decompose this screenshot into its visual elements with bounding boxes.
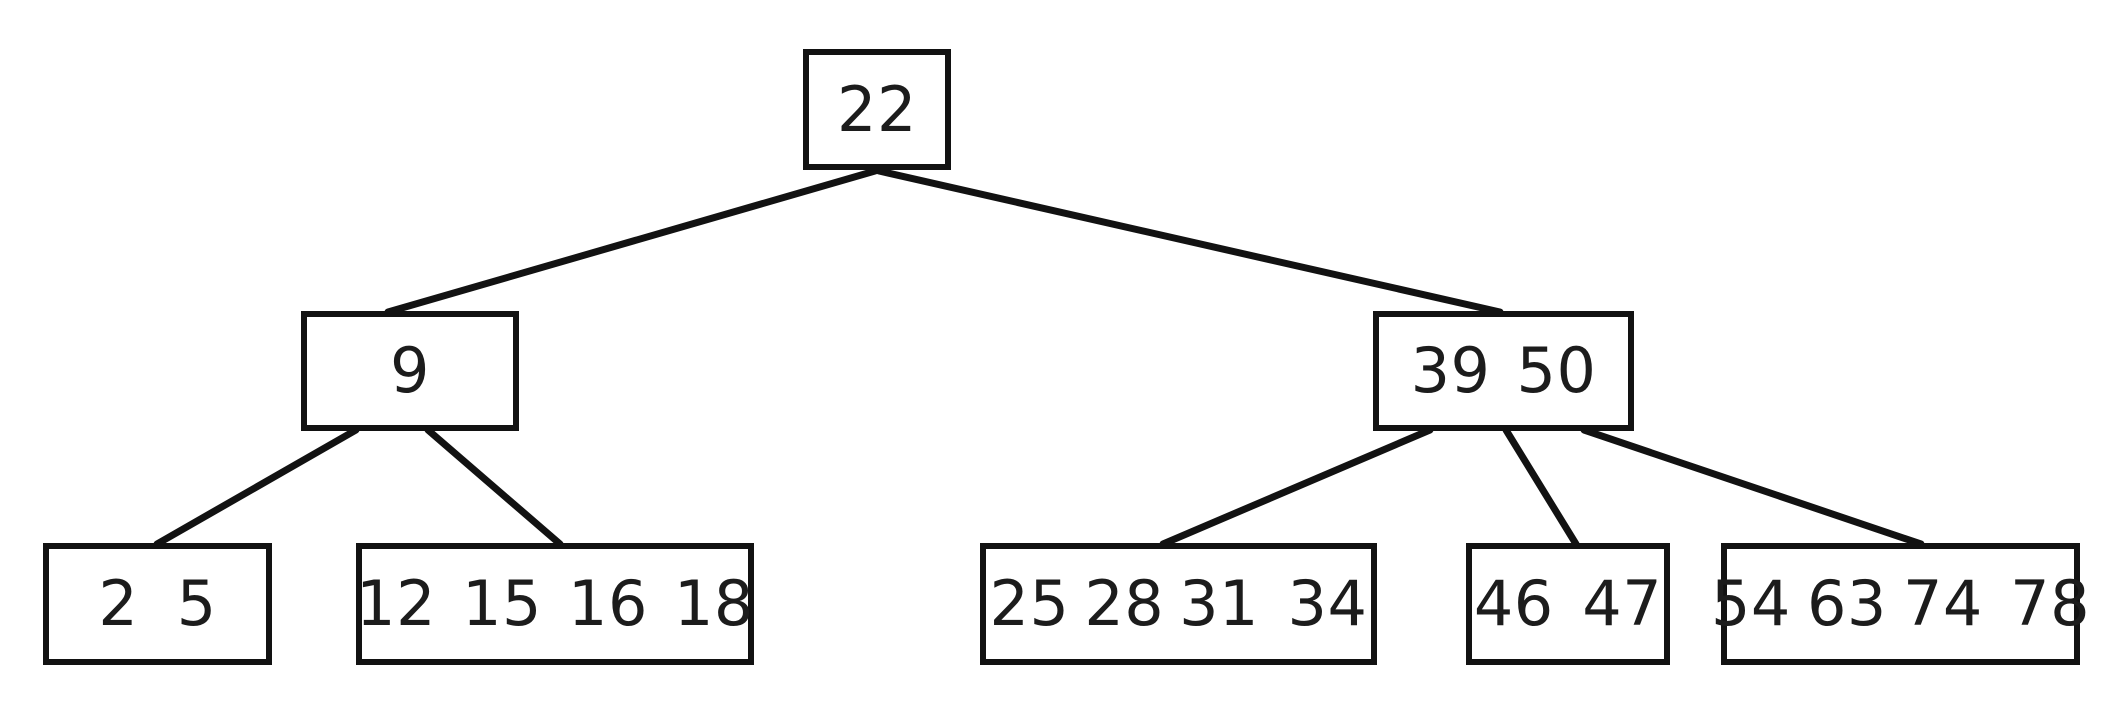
key-value: 2 [98,567,139,640]
node-leaf-d[interactable]: 46 47 [1466,543,1670,665]
key-value: 12 [356,567,437,640]
key-value: 47 [1582,567,1663,640]
node-internal-right[interactable]: 39 50 [1373,311,1634,431]
tree-edge [875,167,1504,316]
tree-edge [384,167,879,316]
key-value: 31 [1179,567,1260,640]
key-value: 22 [837,72,917,146]
tree-edge [1580,426,1925,548]
key-value: 46 [1473,567,1554,640]
key-value: 50 [1516,334,1597,407]
key-value: 78 [2010,567,2091,640]
tree-edge [1502,426,1580,548]
tree-edge [153,426,360,548]
tree-edge [1159,426,1434,548]
node-leaf-b[interactable]: 12 15 16 18 [356,543,754,665]
node-internal-left[interactable]: 9 [301,311,519,431]
key-value: 28 [1084,567,1165,640]
key-value: 9 [390,334,430,407]
node-internal-left-keys: 9 [390,340,430,402]
key-value: 25 [989,567,1070,640]
key-value: 16 [568,567,648,640]
key-value: 54 [1710,567,1791,640]
key-value: 5 [176,567,217,640]
key-value: 63 [1806,567,1887,640]
key-value: 34 [1287,567,1368,640]
key-value: 74 [1902,567,1983,640]
node-root-keys: 22 [837,72,917,146]
tree-edge [424,426,564,548]
key-value: 18 [673,567,754,640]
key-value: 15 [462,567,542,640]
key-value: 39 [1410,334,1491,407]
node-root[interactable]: 22 [803,49,951,170]
